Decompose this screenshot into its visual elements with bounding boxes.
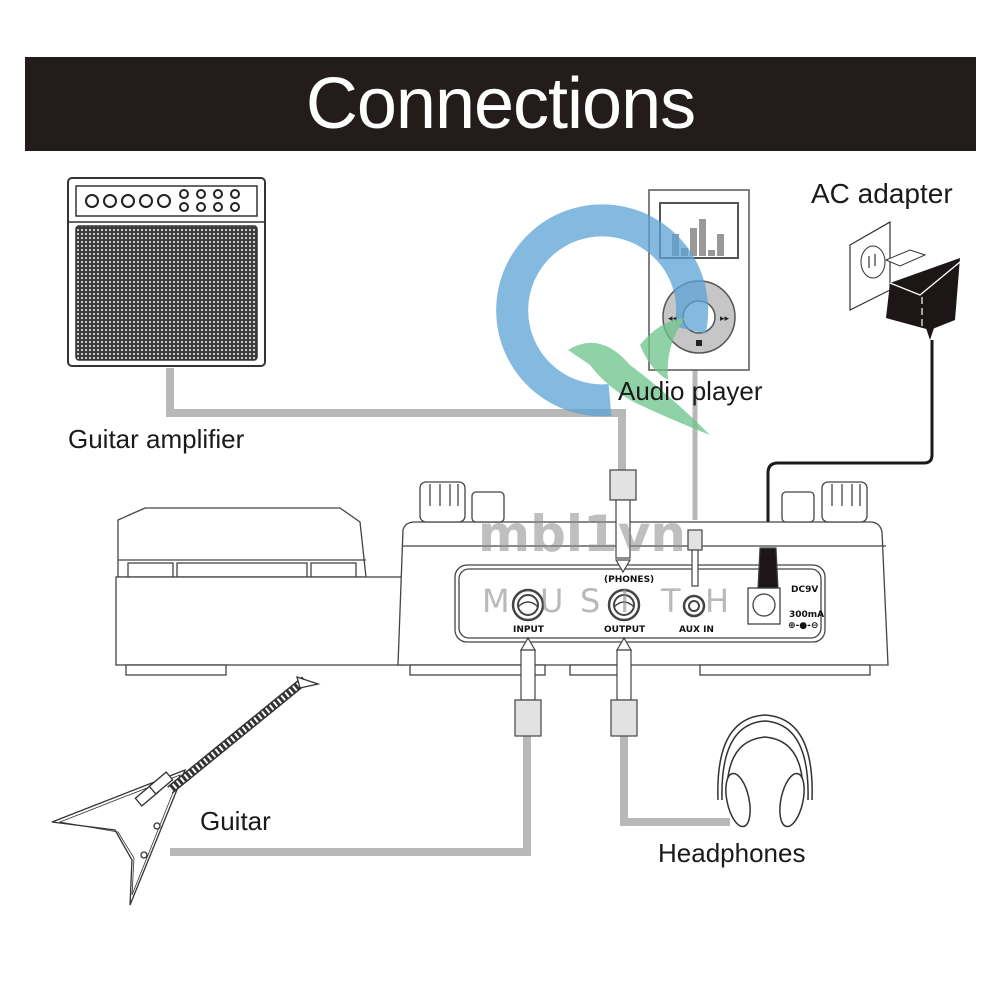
guitar-cable [170,735,531,856]
watermark-logo-bird [568,342,710,435]
output-label: OUTPUT [604,625,646,635]
right-knob [821,481,868,523]
svg-text:◂◂: ◂◂ [668,314,678,324]
guitar-amplifier-icon [67,177,266,367]
watermark-letter: I [620,582,629,620]
watermark-letter: M [482,582,510,620]
watermark-letter: T [660,582,681,620]
left-knob [419,481,466,523]
aux-in-label: AUX IN [679,625,714,635]
ac-adapter-icon [766,220,961,548]
phones-label: (PHONES) [604,575,654,585]
headphones-cable [620,735,730,826]
watermark-brand: mbl1vn [478,505,686,563]
title-banner: Connections [25,57,976,151]
ac-adapter-label: AC adapter [811,178,953,209]
polarity-symbol: ⊕-●-⊖ [788,621,818,631]
current-label: 300mA [789,610,824,620]
amp-cable [166,368,626,472]
dc-jack [747,587,781,625]
watermark-letter: U [540,582,563,620]
plugs [514,469,779,737]
watermark-letter: H [705,582,729,620]
power-cable [766,340,934,548]
output-bottom-plug [610,636,638,737]
input-jack [511,588,545,622]
dc-voltage-label: DC9V [791,585,818,595]
watermark [496,204,710,435]
guitar-icon [51,675,321,906]
input-plug [514,636,542,737]
watermark-logo-ring [496,204,709,417]
watermark-letters: M U S I T H [482,582,729,620]
dc-plug [757,547,779,589]
guitar-amplifier-label: Guitar amplifier [68,424,245,454]
output-jack [607,588,641,622]
svg-text:▸▸: ▸▸ [720,314,730,324]
headphones-label: Headphones [658,838,806,868]
page-title: Connections [305,64,696,144]
multi-effects-pedal [115,481,889,676]
headphones-icon [717,714,813,828]
right-footswitch [781,491,815,523]
output-top-plug [609,469,637,574]
guitar-label: Guitar [200,806,271,836]
left-footswitch [471,491,505,523]
cables [166,368,730,856]
watermark-letter: S [580,582,600,620]
aux-in-jack [682,594,706,618]
audio-player-label: Audio player [618,376,763,406]
aux-plug [687,529,703,587]
input-label: INPUT [513,625,545,635]
